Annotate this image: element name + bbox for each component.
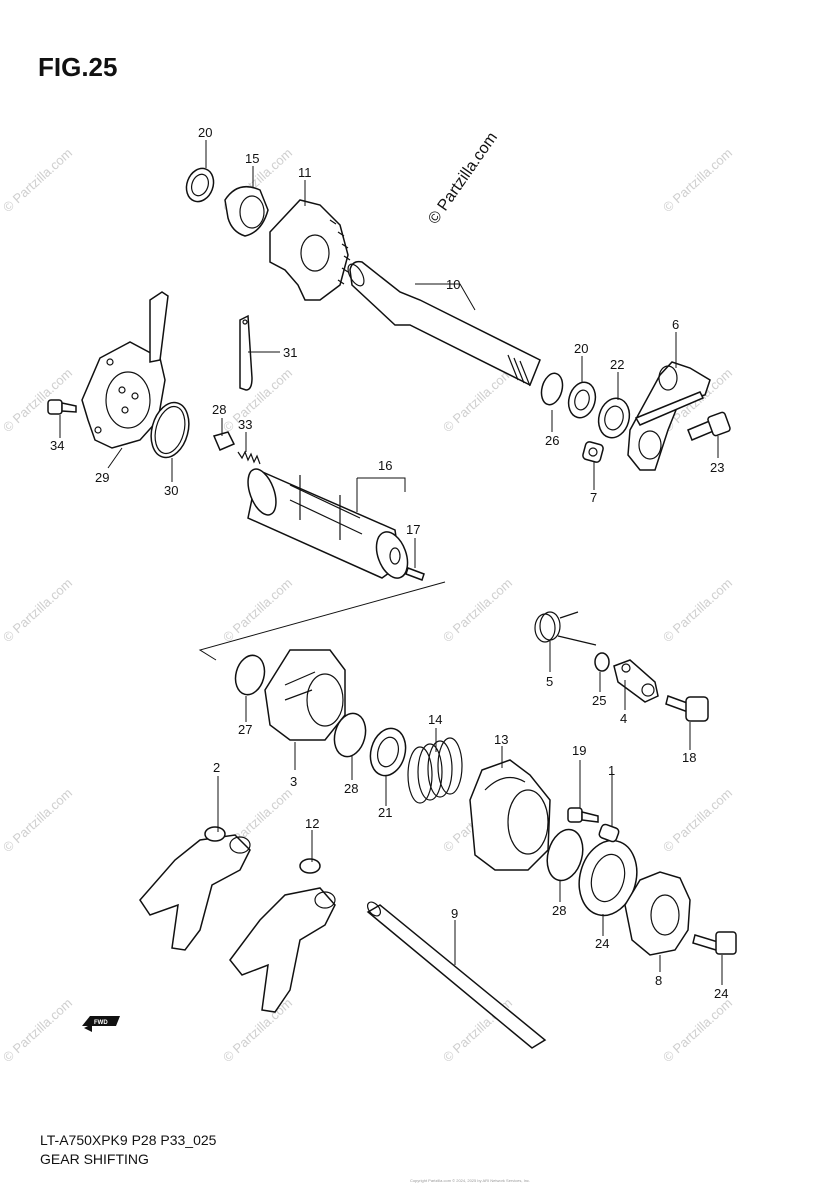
- callout-3: 3: [290, 774, 297, 789]
- callout-14: 14: [428, 712, 442, 727]
- callout-10: 10: [446, 277, 460, 292]
- callout-23: 23: [710, 460, 724, 475]
- callout-24: 24: [714, 986, 728, 1001]
- callout-26: 25: [592, 693, 606, 708]
- part-shift-arm-11: [269, 199, 351, 301]
- part-circlip-28-left: [234, 654, 266, 696]
- callout-1: 1: [608, 763, 615, 778]
- part-spring-33: [237, 450, 261, 465]
- callout-34: 34: [50, 438, 64, 453]
- callout-28: 28: [552, 903, 566, 918]
- callout-7: 7: [590, 490, 597, 505]
- part-collar-15: [224, 185, 269, 237]
- part-circlip-27: [540, 372, 564, 406]
- part-washer-20-top: [185, 167, 215, 203]
- callout-12: 12: [305, 816, 319, 831]
- part-washer-26: [594, 652, 610, 672]
- part-washer-20-mid: [567, 381, 597, 419]
- part-shift-lever-6: [627, 361, 711, 471]
- callout-9: 9: [451, 906, 458, 921]
- callout-32: 31: [283, 345, 297, 360]
- callout-20: 20: [574, 341, 588, 356]
- callout-30: 28: [212, 402, 226, 417]
- part-stopper-arm-4: [613, 659, 659, 703]
- part-cover-29: [81, 291, 169, 449]
- callout-16: 16: [378, 458, 392, 473]
- callout-21: 21: [378, 805, 392, 820]
- figure-title: FIG.25: [38, 52, 118, 82]
- part-spring-5: [534, 611, 597, 646]
- callout-27: 26: [545, 433, 559, 448]
- part-oil-seal-22: [597, 397, 631, 439]
- part-gear-8: [624, 871, 691, 956]
- callout-33: 33: [238, 417, 252, 432]
- copyright-notice: Copyright Partzilla.com © 2024, 2025 by …: [409, 1178, 531, 1183]
- part-pin-17: [405, 567, 425, 581]
- part-washer-21: [369, 727, 407, 777]
- part-fork-shaft-9: [366, 901, 547, 1049]
- part-shift-fork-2: [139, 826, 251, 951]
- callout-2: 2: [213, 760, 220, 775]
- part-nut-7: [582, 441, 604, 463]
- part-o-ring-31: [150, 401, 190, 459]
- fwd-arrow-icon: FWD: [82, 1016, 120, 1032]
- callout-5: 5: [546, 674, 553, 689]
- callout-18: 18: [682, 750, 696, 765]
- part-pin-30: [212, 431, 236, 451]
- callout-28: 28: [344, 781, 358, 796]
- part-bolt-34: [47, 399, 77, 415]
- part-bearing-25: [578, 839, 638, 917]
- part-circlip-28-mid: [333, 712, 367, 758]
- part-clip-32: [239, 314, 253, 391]
- callout-29: 29: [95, 470, 109, 485]
- leader-lines: [59, 140, 723, 985]
- part-cam-stopper-3: [264, 649, 346, 741]
- callout-11: 11: [298, 165, 312, 180]
- part-shift-fork-12: [229, 858, 336, 1013]
- part-bolt-18: [665, 695, 709, 722]
- callout-31: 30: [164, 483, 178, 498]
- part-circlip-28-right: [546, 828, 584, 882]
- callout-labels: 20 15 11 10 20 26 22 6 7 23 31 29 30 34 …: [50, 125, 728, 1001]
- callout-13: 13: [494, 732, 508, 747]
- part-bolt-24: [692, 931, 737, 955]
- part-cam-guide-13: [469, 759, 551, 871]
- callout-4: 4: [620, 711, 627, 726]
- part-shift-cam-16: [247, 468, 409, 579]
- fwd-label: FWD: [94, 1020, 108, 1026]
- part-screw-19: [567, 807, 599, 823]
- callout-17: 17: [406, 522, 420, 537]
- callout-19: 19: [572, 743, 586, 758]
- callout-25: 24: [595, 936, 609, 951]
- part-bolt-23: [687, 411, 731, 441]
- part-pin-1: [598, 823, 620, 843]
- part-spring-14: [407, 737, 463, 804]
- section-name: GEAR SHIFTING: [40, 1151, 149, 1167]
- part-shift-shaft-10: [347, 260, 541, 387]
- callout-8: 8: [655, 973, 662, 988]
- callout-22: 22: [610, 357, 624, 372]
- callout-15: 15: [245, 151, 259, 166]
- callout-6: 6: [672, 317, 679, 332]
- callout-28: 27: [238, 722, 252, 737]
- model-code: LT-A750XPK9 P28 P33_025: [40, 1132, 217, 1148]
- callout-20: 20: [198, 125, 212, 140]
- section-divider: [198, 581, 446, 661]
